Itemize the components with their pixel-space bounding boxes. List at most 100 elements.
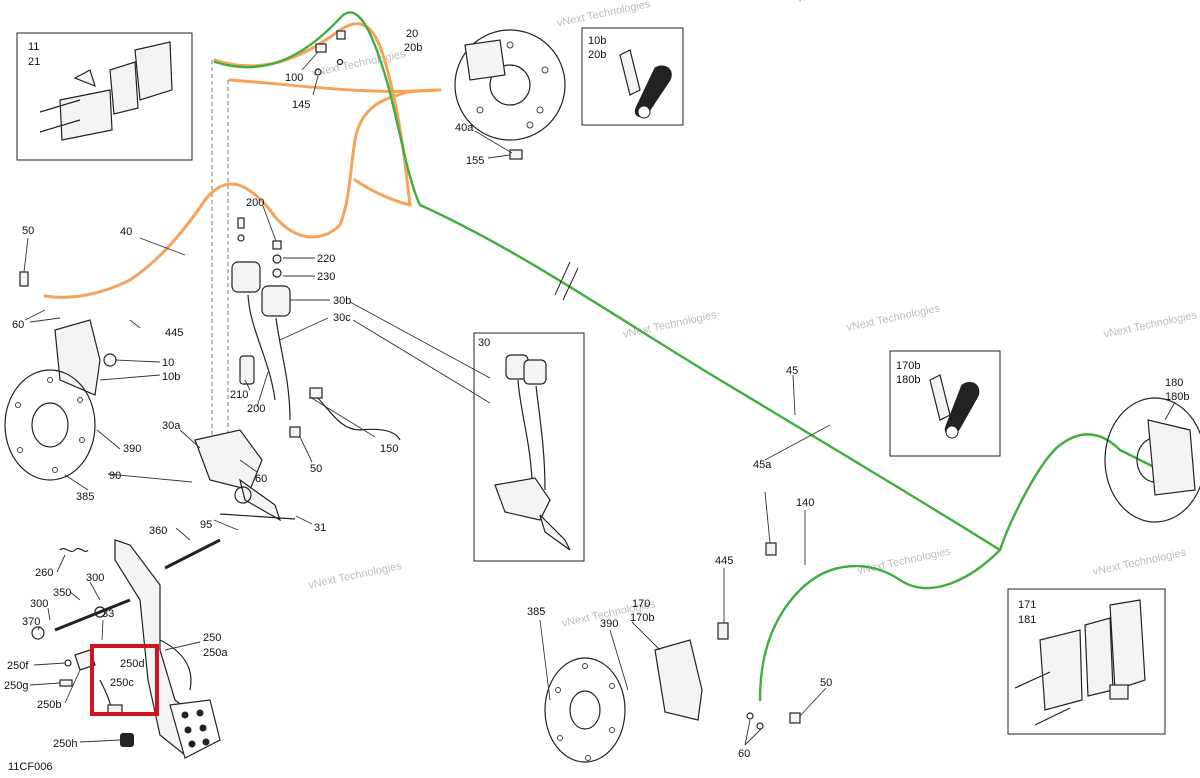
- part-labels: 11 21 20 20b 10b 20b 100 145 40a 155 50 …: [4, 28, 1189, 773]
- label-100: 100: [285, 72, 303, 84]
- pin-250g: [59, 679, 73, 687]
- label-10b: 10b: [162, 371, 180, 383]
- washer: [756, 722, 764, 730]
- label-33: 33: [102, 608, 114, 620]
- label-230: 230: [317, 271, 335, 283]
- label-21: 21: [28, 56, 40, 68]
- line-break-mark: [554, 261, 571, 296]
- clip-155: [509, 149, 523, 160]
- label-210: 210: [230, 389, 248, 401]
- label-11: 11: [28, 41, 39, 53]
- washer: [314, 68, 322, 76]
- detail-box-pads-rear: [1007, 588, 1166, 735]
- label-445: 445: [165, 327, 183, 339]
- label-50: 50: [22, 225, 34, 237]
- label-250h: 250h: [53, 738, 77, 750]
- caliper-bolt: [103, 353, 117, 367]
- label-200: 200: [246, 197, 264, 209]
- label-250d: 250d: [120, 658, 144, 670]
- watermark: vNext Technologies: [556, 0, 652, 30]
- watermark: vNext Technologies: [845, 302, 941, 334]
- washer-300: [94, 606, 106, 618]
- brake-light-switch: [309, 387, 323, 399]
- return-spring-260: [59, 547, 89, 553]
- label-300-b: 300: [30, 598, 48, 610]
- banjo-fitting: [315, 43, 327, 53]
- label-20b-box: 20b: [588, 49, 606, 61]
- pedal-pad-250h: [120, 733, 134, 747]
- label-390-bottom: 390: [600, 618, 618, 630]
- label-250c: 250c: [110, 677, 134, 689]
- label-200-mid: 200: [247, 403, 265, 415]
- bolt-31: [219, 513, 296, 520]
- brake-light-switch-cable: [314, 394, 401, 441]
- detail-box-master-cylinder: [473, 332, 585, 562]
- label-50-mid: 50: [310, 463, 322, 475]
- label-360: 360: [149, 525, 167, 537]
- watermark: vNext Technologies: [1092, 547, 1188, 579]
- label-45a: 45a: [753, 459, 772, 471]
- label-390: 390: [123, 443, 141, 455]
- rear-left-caliper: [654, 639, 703, 721]
- label-385: 385: [76, 491, 94, 503]
- rear-right-caliper: [1147, 419, 1196, 496]
- master-cylinder-detail: [494, 354, 571, 551]
- label-31: 31: [314, 522, 326, 534]
- label-445-bottom: 445: [715, 555, 733, 567]
- label-300-a: 300: [86, 572, 104, 584]
- label-50-bottom: 50: [820, 677, 832, 689]
- label-30b: 30b: [333, 295, 351, 307]
- detail-box-pads-front: [16, 32, 193, 161]
- front-pads-detail: [39, 41, 173, 141]
- label-20: 20: [406, 28, 418, 40]
- label-20b: 20b: [404, 42, 422, 54]
- watermark: vNext Technologies: [622, 309, 718, 341]
- watermark: vNext Technologies: [311, 48, 407, 80]
- label-350: 350: [53, 587, 71, 599]
- label-60: 60: [12, 319, 24, 331]
- washer: [272, 268, 282, 278]
- detail-box-bleeder-front: [581, 27, 684, 126]
- label-171: 171: [1018, 599, 1036, 611]
- detail-box-bleeder-rear: [889, 350, 1001, 457]
- label-95: 95: [200, 519, 212, 531]
- label-370: 370: [22, 616, 40, 628]
- label-30c: 30c: [333, 312, 351, 324]
- label-30a: 30a: [162, 420, 181, 432]
- banjo-fitting: [272, 240, 282, 250]
- label-180: 180: [1165, 377, 1183, 389]
- rear-pads-detail: [1014, 599, 1146, 726]
- washer: [272, 254, 282, 264]
- clip-45a: [765, 542, 777, 556]
- master-cylinder-assembly: [194, 261, 291, 522]
- reservoir-210: [239, 355, 255, 385]
- label-181: 181: [1018, 614, 1036, 626]
- front-right-caliper: [464, 39, 506, 81]
- pin-250f: [64, 659, 72, 667]
- bleed-screw: [789, 712, 801, 724]
- label-250: 250: [203, 632, 221, 644]
- bleed-screw: [19, 271, 29, 287]
- label-170b-box: 170b: [896, 360, 920, 372]
- watermark: vNext Technologies: [307, 560, 403, 592]
- banjo-fitting: [336, 30, 346, 40]
- drawing-code: 11CF006: [8, 761, 52, 773]
- label-180b: 180b: [1165, 391, 1189, 403]
- label-140: 140: [796, 497, 814, 509]
- label-385-bottom: 385: [527, 606, 545, 618]
- label-145: 145: [292, 99, 310, 111]
- watermark: vNext Technologies: [856, 545, 952, 577]
- label-250a: 250a: [203, 647, 228, 659]
- washer: [746, 712, 754, 720]
- label-170: 170: [632, 598, 650, 610]
- highlight-box: [90, 644, 159, 716]
- label-250b: 250b: [37, 699, 61, 711]
- label-220: 220: [317, 253, 335, 265]
- label-250f: 250f: [7, 660, 29, 672]
- leader-lines: [23, 51, 1176, 746]
- label-40: 40: [120, 226, 132, 238]
- front-bleeder-detail: [619, 49, 672, 119]
- label-180b-box: 180b: [896, 374, 920, 386]
- pivot-bolt: [164, 538, 221, 570]
